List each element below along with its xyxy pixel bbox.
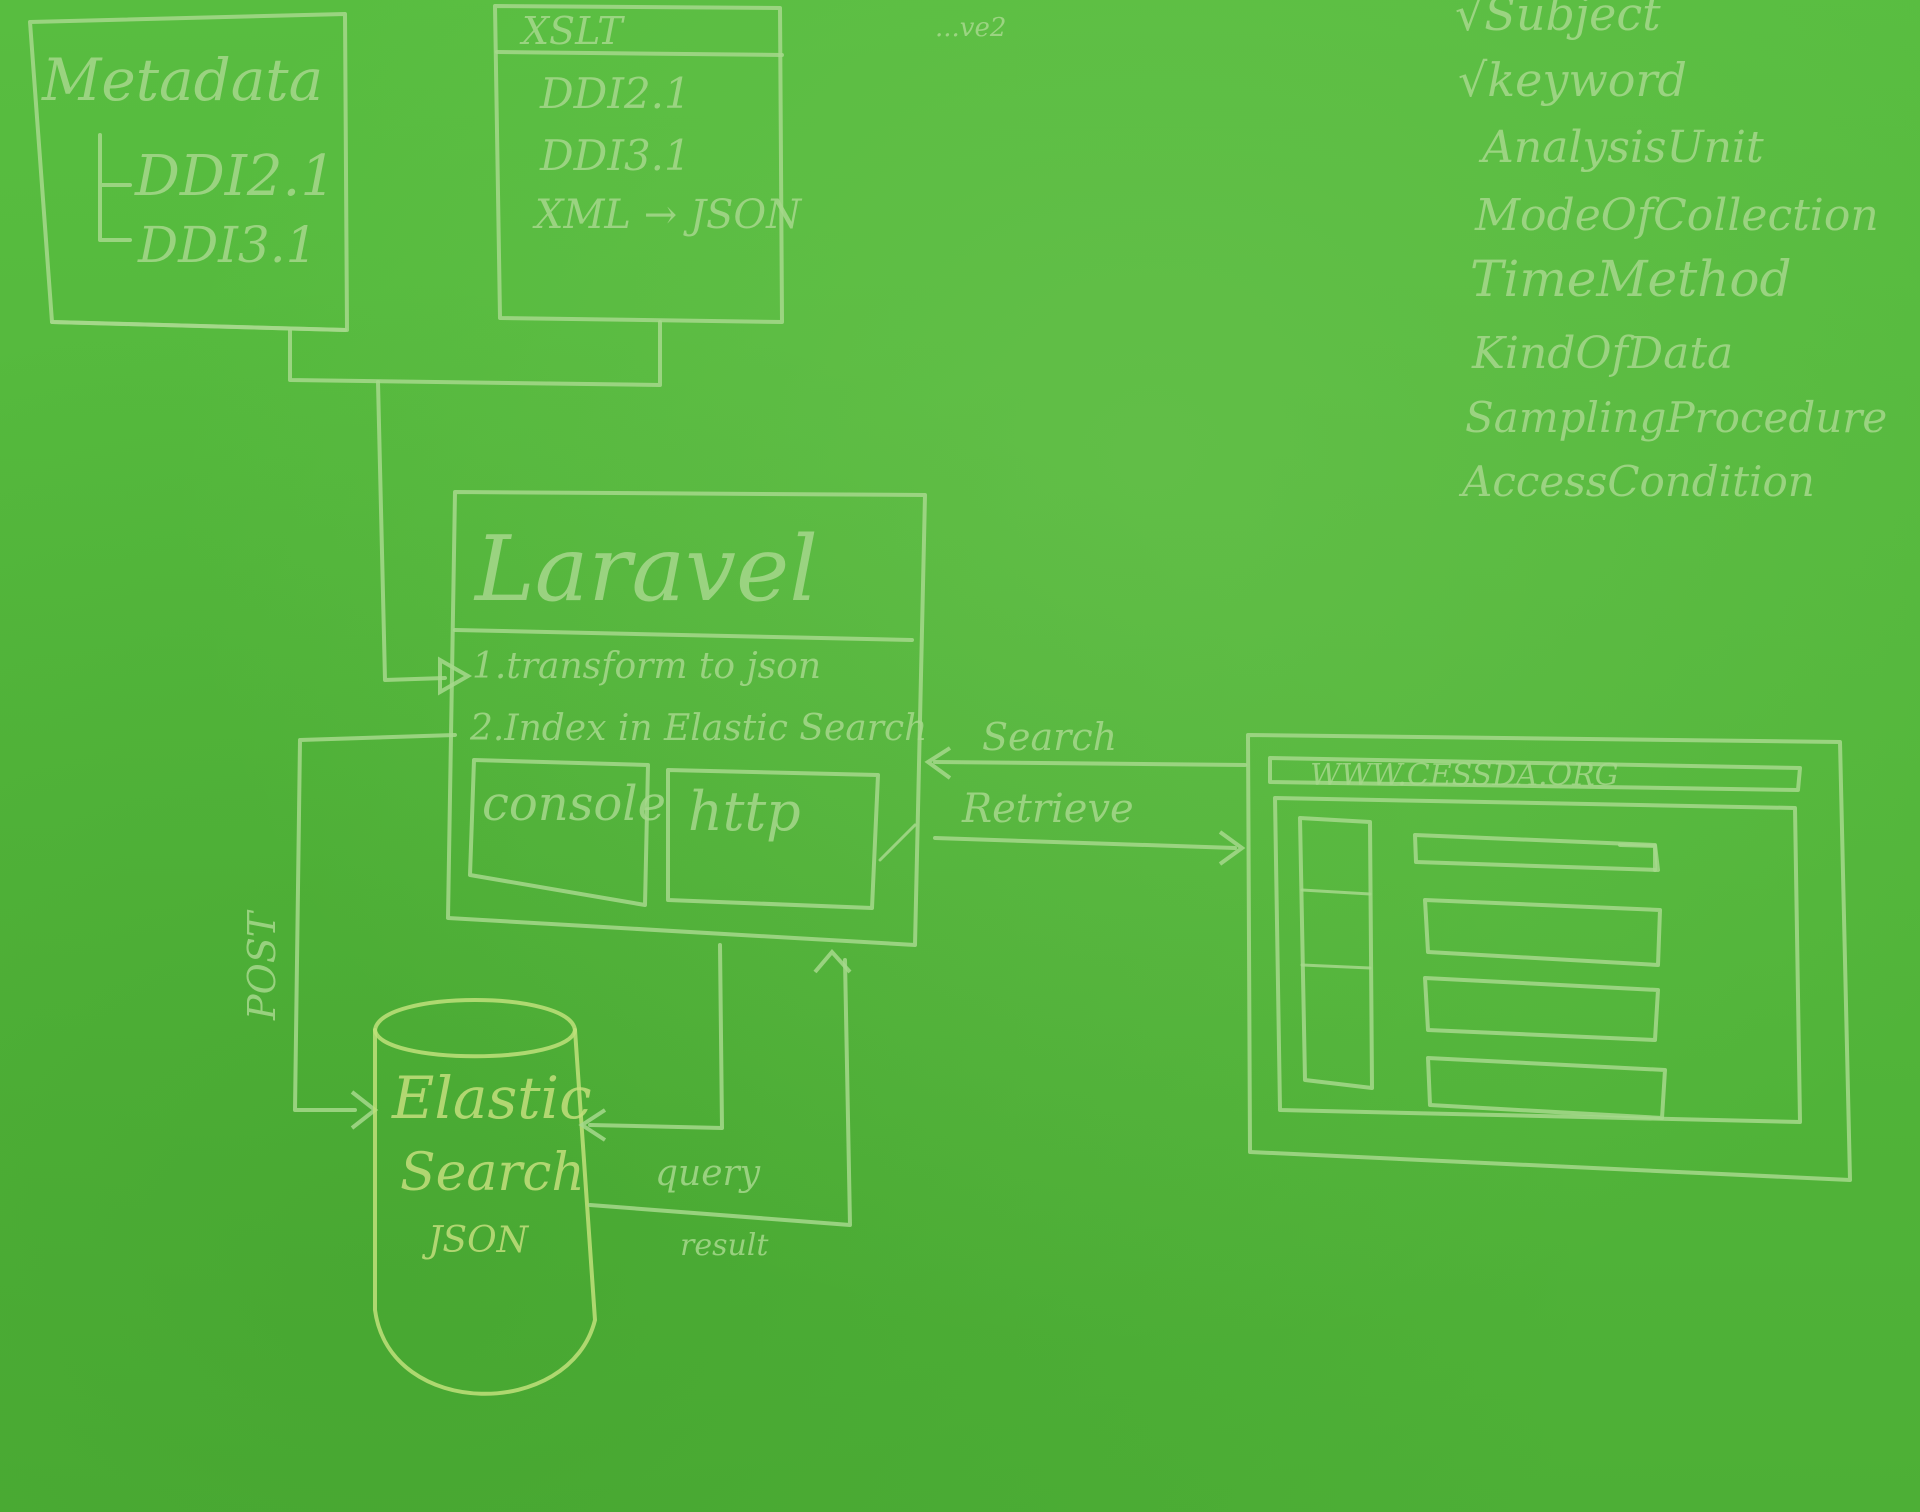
browser-url-bar: [1268, 756, 1802, 792]
field-access-condition: AccessCondition: [1458, 457, 1815, 506]
post-label: POST: [240, 909, 284, 1021]
elastic-line1: Elastic: [391, 1064, 592, 1132]
xslt-box: XSLT DDI2.1 DDI3.1 XML → JSON: [493, 4, 803, 324]
metadata-box: Metadata DDI2.1 DDI3.1: [28, 12, 349, 332]
field-time-method: TimeMethod: [1470, 250, 1792, 308]
elastic-cylinder: Elastic Search JSON: [373, 998, 597, 1396]
search-arrow-line: [933, 760, 1247, 767]
elastic-line3: JSON: [421, 1220, 530, 1261]
field-mode-of-collection: ModeOfCollection: [1474, 190, 1879, 241]
browser-viewport: [1273, 796, 1802, 1124]
metadata-item-ddi21: DDI2.1: [134, 144, 336, 209]
browser-result-2: [1423, 976, 1660, 1042]
query-arrowhead: [578, 1108, 607, 1142]
browser-search-button: [1618, 843, 1657, 872]
xslt-item-xml-json: XML → JSON: [532, 192, 803, 238]
http-module: [666, 768, 880, 910]
xslt-item-ddi31: DDI3.1: [539, 131, 691, 180]
field-subject: √Subject: [1455, 0, 1661, 41]
browser-sidebar: [1298, 816, 1374, 1090]
retrieve-arrow-line: [933, 836, 1237, 850]
laravel-title: Laravel: [473, 517, 818, 622]
post-arrow-line: [293, 733, 457, 1112]
merge-connector: [288, 320, 662, 387]
laravel-box: Laravel 1.transform to json 2.Index in E…: [446, 490, 927, 947]
browser-result-1: [1423, 898, 1662, 967]
browser-result-3: [1426, 1056, 1667, 1120]
field-keyword: √keyword: [1458, 53, 1687, 107]
xslt-title: XSLT: [519, 9, 625, 53]
retrieve-label: Retrieve: [961, 786, 1134, 832]
search-label: Search: [982, 715, 1117, 759]
query-label: query: [655, 1153, 761, 1194]
http-link: [878, 823, 917, 862]
metadata-title: Metadata: [41, 46, 323, 114]
field-sampling-procedure: SamplingProcedure: [1465, 393, 1887, 442]
field-analysis-unit: AnalysisUnit: [1478, 122, 1764, 173]
browser-url: WWW.CESSDA.ORG: [1310, 758, 1619, 793]
laravel-step-1: 1.transform to json: [472, 646, 821, 687]
top-label: ...ve2: [935, 13, 1006, 43]
http-label: http: [688, 780, 801, 843]
to-laravel-connector: [376, 380, 447, 682]
metadata-item-ddi31: DDI3.1: [137, 216, 317, 274]
query-arrow-line: [588, 943, 724, 1130]
field-kind-of-data: KindOfData: [1471, 328, 1733, 379]
result-arrowhead: [813, 948, 852, 974]
console-label: console: [482, 776, 666, 832]
console-module: [468, 758, 650, 907]
result-arrow-line: [588, 958, 852, 1227]
result-label: result: [680, 1228, 769, 1263]
fields-list: √Subject √keyword AnalysisUnit ModeOfCol…: [1455, 0, 1887, 506]
laravel-step-2: 2.Index in Elastic Search: [469, 708, 927, 749]
retrieve-arrowhead: [1218, 830, 1246, 866]
browser-search-field: [1413, 833, 1660, 872]
search-arrowhead: [924, 746, 952, 780]
elastic-line2: Search: [400, 1143, 585, 1203]
xslt-item-ddi21: DDI2.1: [539, 69, 691, 118]
browser-mockup: WWW.CESSDA.ORG: [1246, 733, 1852, 1182]
browser-sidebar-dividers: [1300, 888, 1372, 970]
